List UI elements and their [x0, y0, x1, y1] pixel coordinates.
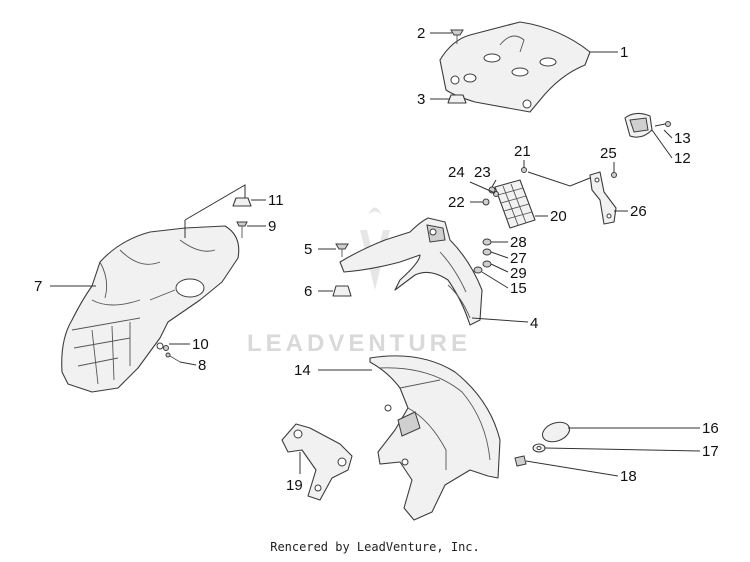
callout-labels: 1 2 3 4 5 6 7 8 9 10 11 12 13 14 15 16 1…: [34, 25, 719, 494]
part-screw-21: [521, 167, 527, 173]
callout-3: 3: [417, 91, 425, 108]
watermark-text: LEADVENTURE: [247, 330, 471, 357]
part-screw-2: [450, 29, 464, 44]
callout-24: 24: [448, 164, 465, 181]
part-screw-25: [611, 172, 617, 178]
callout-22: 22: [448, 194, 465, 211]
part-reflector-16: [541, 421, 571, 443]
part-grille-20: [494, 179, 536, 229]
part-screw-5: [335, 243, 349, 257]
part-washer-22: [482, 198, 490, 206]
part-rear-cover: [439, 21, 591, 113]
part-washer-29: [482, 260, 492, 268]
callout-12: 12: [674, 150, 691, 167]
part-clip-11: [232, 197, 252, 207]
part-nut-28: [482, 238, 492, 246]
callout-1: 1: [620, 44, 628, 61]
callout-14: 14: [294, 362, 311, 379]
callout-8: 8: [198, 357, 206, 374]
callout-13: 13: [674, 130, 691, 147]
part-screw-9: [236, 221, 248, 238]
part-nut-15: [473, 266, 483, 274]
callout-15: 15: [510, 280, 527, 297]
callout-19: 19: [286, 477, 303, 494]
part-bracket-26: [527, 171, 617, 225]
callout-21: 21: [514, 143, 531, 160]
callout-7: 7: [34, 278, 42, 295]
callout-27: 27: [510, 250, 527, 267]
callout-25: 25: [600, 145, 617, 162]
callout-9: 9: [268, 218, 276, 235]
part-washer-27: [482, 248, 492, 256]
part-screw-8: [165, 352, 181, 363]
part-screw-13: [654, 121, 671, 127]
leader-lines: [50, 32, 701, 477]
callout-28: 28: [510, 234, 527, 251]
footer-credit: Rencered by LeadVenture, Inc.: [270, 540, 480, 554]
callout-10: 10: [192, 336, 209, 353]
part-reflector-12: [624, 112, 653, 138]
part-mudguard-4: [339, 217, 483, 326]
part-bracket-19: [281, 423, 353, 501]
callout-11: 11: [268, 192, 284, 209]
callout-6: 6: [304, 283, 312, 300]
part-clip-3: [447, 94, 467, 104]
part-washer-10: [163, 345, 169, 351]
part-front-fender-14: [369, 355, 501, 521]
part-clip-6: [332, 285, 352, 297]
callout-5: 5: [304, 241, 312, 258]
callout-26: 26: [630, 203, 647, 220]
callout-16: 16: [702, 420, 719, 437]
callout-17: 17: [702, 443, 719, 460]
part-washer-17: [532, 443, 546, 453]
callout-4: 4: [530, 315, 538, 332]
part-undertray-7: [61, 184, 246, 393]
callout-20: 20: [550, 208, 567, 225]
callout-23: 23: [474, 164, 491, 181]
callout-2: 2: [417, 25, 425, 42]
callout-29: 29: [510, 265, 527, 282]
callout-18: 18: [620, 468, 637, 485]
part-nut-18: [514, 455, 527, 467]
